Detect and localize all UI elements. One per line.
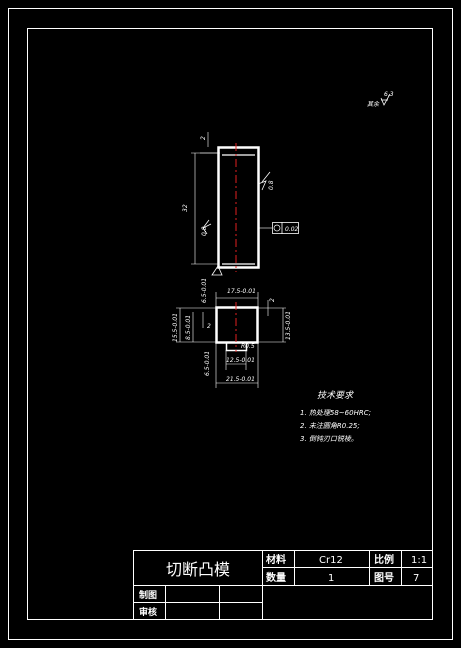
roughness-symbol-icon: [380, 93, 391, 106]
front-dim-top: 2: [200, 136, 207, 140]
outer-border: [8, 8, 453, 640]
sec-dim-left-small: 6.5-0.01: [201, 278, 208, 303]
tech-requirements: 技术要求 1. 热处理58~60HRC; 2. 未注圆角R0.25; 3. 倒钝…: [300, 390, 371, 443]
scale-label: 比例: [374, 553, 394, 566]
left-roughness-icon: [202, 219, 212, 235]
drawing-no-value: 7: [413, 573, 419, 584]
sec-dim-right-outer: 2: [269, 298, 276, 302]
section-view: 17.5-0.01 15.5-0.01 8.5-0.01 6.5-0.01 2 …: [172, 278, 292, 388]
tech-item-3: 3. 倒钝刃口锐棱。: [300, 435, 358, 443]
material-label: 材料: [266, 553, 286, 566]
front-roughness-left: 0.8: [201, 226, 208, 236]
scale-value: 1:1: [411, 555, 427, 566]
tech-heading: 技术要求: [317, 390, 354, 401]
sec-dim-small-c: 2: [207, 323, 211, 330]
sec-dim-left-outer: 15.5-0.01: [172, 313, 179, 342]
roughness-other-value: 6.3: [384, 91, 394, 98]
tolerance-symbol-icon: [273, 224, 281, 232]
drawing-no-label: 图号: [374, 572, 394, 584]
sec-dim-small-r: R0.5: [241, 343, 255, 350]
tech-item-1: 1. 热处理58~60HRC;: [300, 409, 371, 417]
tolerance-frame: [272, 222, 299, 234]
sec-dim-bottom-outer: 21.5-0.01: [226, 376, 255, 383]
side-roughness-icon: [257, 171, 271, 191]
drafted-label: 制图: [139, 589, 157, 601]
front-roughness-side: 0.8: [268, 180, 275, 190]
front-view: 32 2 0.8 0.8 0.02: [182, 132, 299, 276]
roughness-note: 其余: [367, 100, 380, 108]
sec-dim-bottom-inner: 12.5-0.01: [226, 357, 255, 364]
sec-dim-left-inner: 8.5-0.01: [185, 315, 192, 340]
quantity-label: 数量: [266, 571, 286, 584]
sec-dim-top-width: 17.5-0.01: [227, 288, 256, 295]
part-name: 切断凸模: [166, 560, 230, 579]
title-block: 切断凸模 材料 Cr12 比例 1:1 数量 1 图号 7 制图 审核: [133, 550, 433, 620]
checked-label: 审核: [139, 606, 157, 618]
datum-triangle-icon: [211, 265, 223, 276]
tech-item-2: 2. 未注圆角R0.25;: [300, 422, 360, 430]
sec-dim-right-inner: 13.5-0.01: [285, 311, 292, 340]
quantity-value: 1: [328, 573, 334, 584]
inner-border: [27, 28, 433, 620]
tolerance-value: 0.02: [285, 226, 299, 233]
front-dim-height: 32: [182, 204, 189, 212]
sec-dim-bottom-left: 6.5-0.01: [204, 351, 211, 376]
material-value: Cr12: [319, 555, 343, 566]
